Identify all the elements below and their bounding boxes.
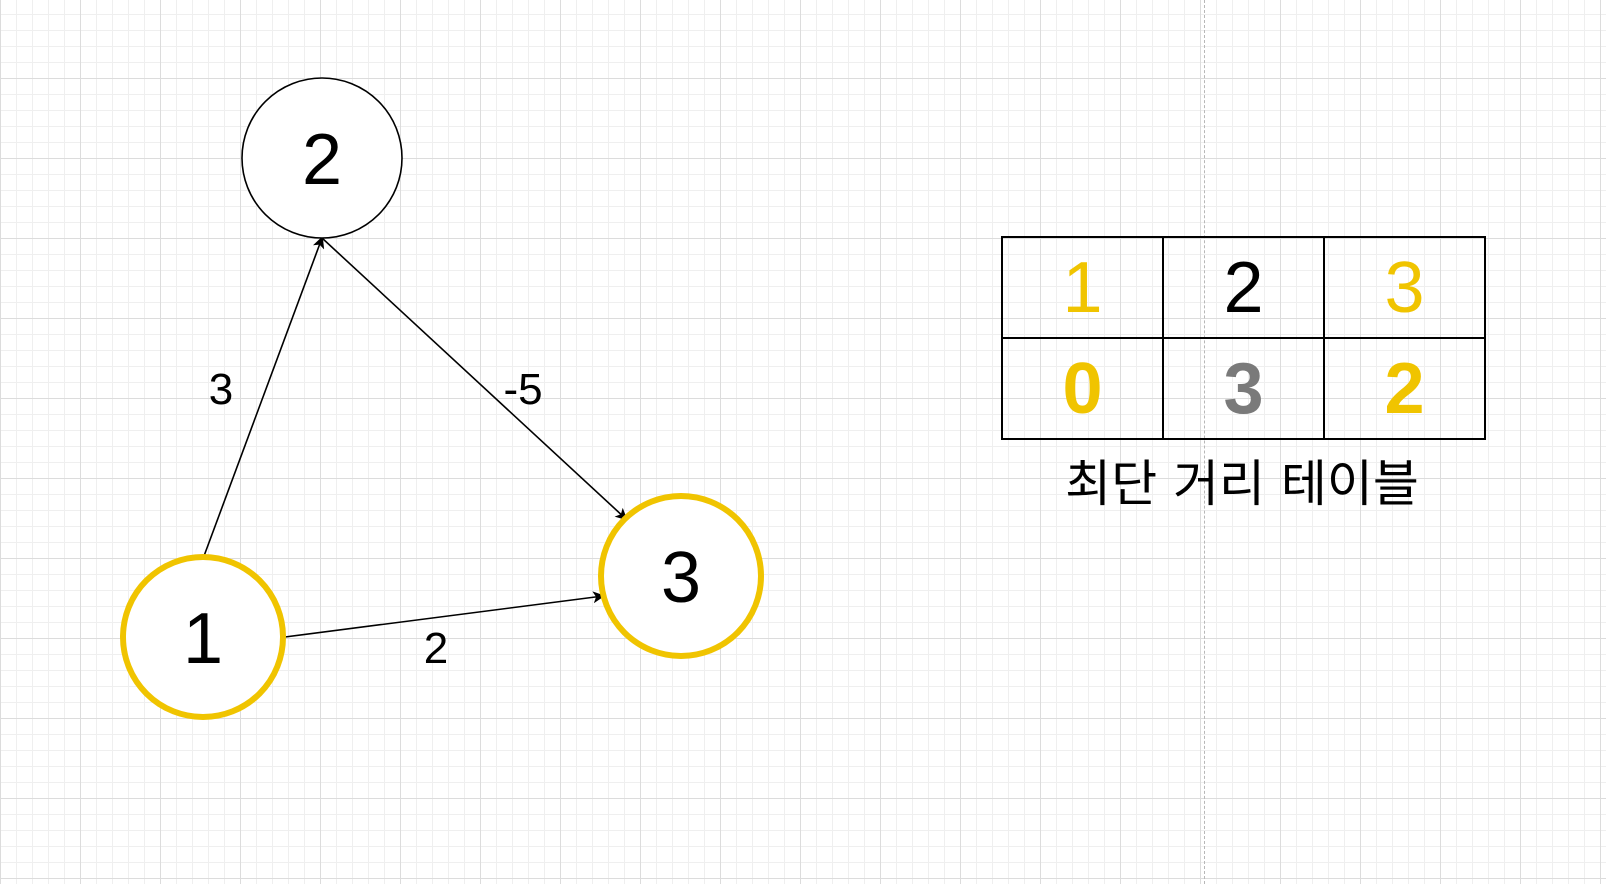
node-2[interactable]: 2 xyxy=(241,77,403,239)
node-2-label: 2 xyxy=(302,120,342,200)
edge-1-to-3: 2 xyxy=(284,591,605,673)
distance-cell-node-3: 2 xyxy=(1323,337,1486,440)
edge-2-to-3: -5 xyxy=(321,237,628,521)
edge-weight-1-3: 2 xyxy=(424,624,448,673)
page-divider xyxy=(1204,0,1205,884)
node-1[interactable]: 1 xyxy=(120,554,286,720)
table-header-row: 1 2 3 xyxy=(1001,236,1486,339)
node-3-label: 3 xyxy=(661,538,701,618)
header-cell-node-3: 3 xyxy=(1323,236,1486,339)
node-3[interactable]: 3 xyxy=(598,493,764,659)
distance-cell-node-1: 0 xyxy=(1001,337,1164,440)
header-cell-node-1: 1 xyxy=(1001,236,1164,339)
table-caption: 최단 거리 테이블 xyxy=(1065,455,1419,513)
table-distance-row: 0 3 2 xyxy=(1001,337,1486,440)
distance-cell-node-2: 3 xyxy=(1162,337,1325,440)
header-cell-node-2: 2 xyxy=(1162,236,1325,339)
node-1-label: 1 xyxy=(183,599,223,679)
shortest-distance-table: 1 2 3 0 3 2 xyxy=(1001,236,1486,440)
edge-weight-2-3: -5 xyxy=(503,365,542,414)
edge-weight-1-2: 3 xyxy=(209,365,233,414)
edge-1-to-2: 3 xyxy=(203,236,325,557)
